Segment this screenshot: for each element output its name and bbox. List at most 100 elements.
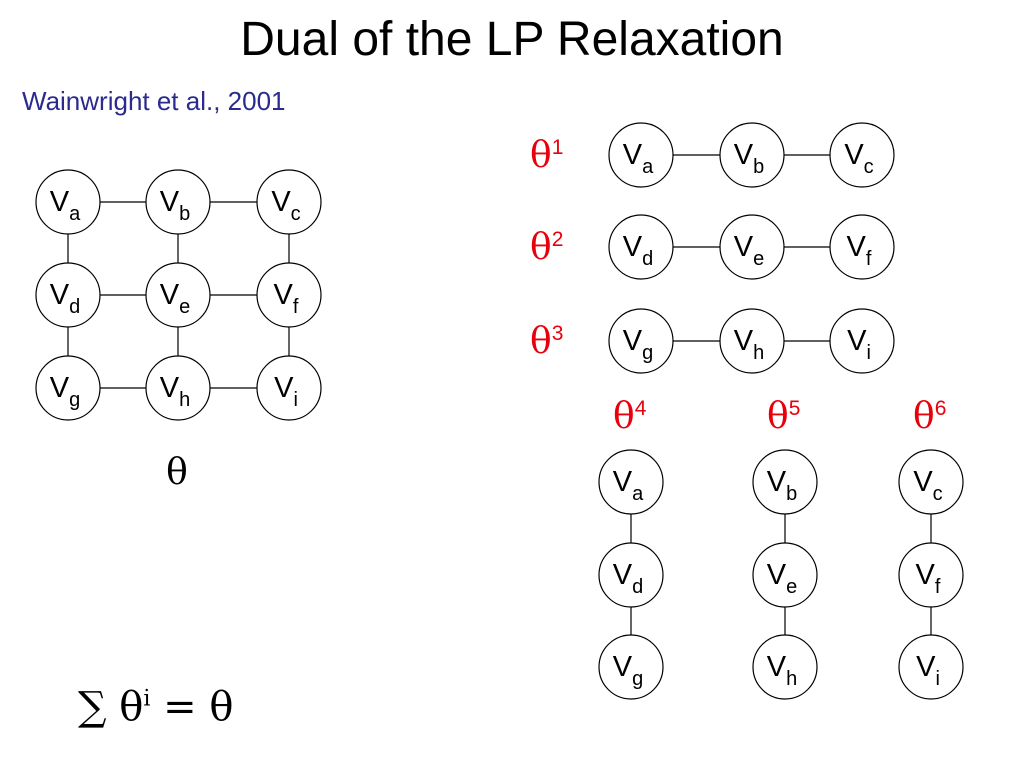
- node-base: V: [844, 139, 864, 171]
- grid-node-d: Vd: [35, 262, 101, 328]
- col-theta-4: θ4: [613, 396, 647, 437]
- node-circle: [35, 355, 101, 421]
- node-subscript: h: [753, 342, 764, 364]
- node-base: V: [916, 559, 936, 591]
- node-base: V: [847, 231, 867, 263]
- node-circle: [829, 214, 895, 280]
- node-base: V: [50, 372, 70, 404]
- col-6-node-f: Vf: [898, 542, 964, 608]
- node-circle: [145, 355, 211, 421]
- node-base: V: [734, 139, 754, 171]
- row-2-node-d: Vd: [608, 214, 674, 280]
- node-circle: [256, 355, 322, 421]
- node-subscript: f: [293, 296, 299, 318]
- node-base: V: [913, 466, 933, 498]
- node-label: Vg: [623, 325, 653, 364]
- node-circle: [145, 169, 211, 235]
- node-base: V: [767, 559, 787, 591]
- node-base: V: [623, 231, 643, 263]
- grid-node-a: Va: [35, 169, 101, 235]
- grid-theta-label: θ: [166, 452, 188, 493]
- row-2-node-f: Vf: [829, 214, 895, 280]
- node-circle: [752, 449, 818, 515]
- node-label: Vc: [271, 186, 300, 225]
- col-6-node-c: Vc: [898, 449, 964, 515]
- node-base: V: [767, 466, 787, 498]
- node-subscript: b: [753, 156, 764, 178]
- node-base: V: [613, 651, 633, 683]
- node-subscript: a: [632, 483, 644, 505]
- node-subscript: i: [935, 668, 939, 690]
- theta-symbol: θ: [530, 321, 552, 362]
- node-label: Vb: [734, 139, 764, 178]
- node-subscript: e: [786, 576, 797, 598]
- node-circle: [898, 634, 964, 700]
- node-label: Vi: [916, 651, 940, 690]
- node-subscript: d: [69, 296, 80, 318]
- node-base: V: [734, 231, 754, 263]
- node-label: Vf: [274, 279, 299, 318]
- col-theta-6: θ6: [913, 396, 946, 437]
- row-theta-3: θ3: [530, 321, 563, 362]
- sum-symbol: ∑: [78, 684, 107, 730]
- col-5-node-e: Ve: [752, 542, 818, 608]
- node-base: V: [271, 186, 291, 218]
- node-base: V: [50, 186, 70, 218]
- node-label: Vh: [160, 372, 190, 411]
- node-subscript: d: [632, 576, 643, 598]
- theta-symbol: θ: [767, 396, 789, 437]
- node-circle: [608, 214, 674, 280]
- node-base: V: [160, 279, 180, 311]
- slide-title: Dual of the LP Relaxation: [240, 13, 784, 66]
- theta-symbol: θ: [530, 135, 552, 176]
- theta-superscript: 1: [552, 136, 564, 159]
- node-circle: [719, 122, 785, 188]
- row-3-node-h: Vh: [719, 308, 785, 374]
- formula-rhs: = θ: [163, 684, 234, 730]
- node-base: V: [50, 279, 70, 311]
- node-circle: [35, 262, 101, 328]
- node-label: Vf: [916, 559, 941, 598]
- theta-superscript: 5: [789, 397, 801, 420]
- node-base: V: [734, 325, 754, 357]
- node-subscript: i: [293, 389, 297, 411]
- formula-theta: θ: [119, 684, 144, 730]
- node-label: Vc: [913, 466, 942, 505]
- formula-sup: i: [143, 686, 151, 712]
- node-subscript: d: [642, 248, 653, 270]
- theta-superscript: 6: [935, 397, 947, 420]
- node-circle: [598, 449, 664, 515]
- col-5-node-b: Vb: [752, 449, 818, 515]
- node-subscript: b: [179, 203, 190, 225]
- node-subscript: c: [933, 483, 943, 505]
- theta-superscript: 4: [635, 397, 647, 420]
- node-base: V: [274, 279, 294, 311]
- node-label: Ve: [160, 279, 190, 318]
- node-circle: [829, 308, 895, 374]
- node-label: Vb: [767, 466, 797, 505]
- col-4-node-g: Vg: [598, 634, 664, 700]
- node-subscript: e: [179, 296, 190, 318]
- node-circle: [829, 122, 895, 188]
- node-label: Vh: [767, 651, 797, 690]
- node-circle: [598, 542, 664, 608]
- row-1-node-b: Vb: [719, 122, 785, 188]
- node-label: Ve: [734, 231, 764, 270]
- col-6-node-i: Vi: [898, 634, 964, 700]
- node-label: Vg: [50, 372, 80, 411]
- node-subscript: c: [864, 156, 874, 178]
- node-subscript: a: [69, 203, 81, 225]
- node-base: V: [623, 139, 643, 171]
- node-circle: [256, 169, 322, 235]
- theta-superscript: 2: [552, 228, 564, 251]
- node-subscript: g: [642, 342, 653, 364]
- grid-node-f: Vf: [256, 262, 322, 328]
- grid-node-c: Vc: [256, 169, 322, 235]
- node-base: V: [847, 325, 867, 357]
- row-2-node-e: Ve: [719, 214, 785, 280]
- node-label: Vd: [613, 559, 643, 598]
- node-circle: [608, 122, 674, 188]
